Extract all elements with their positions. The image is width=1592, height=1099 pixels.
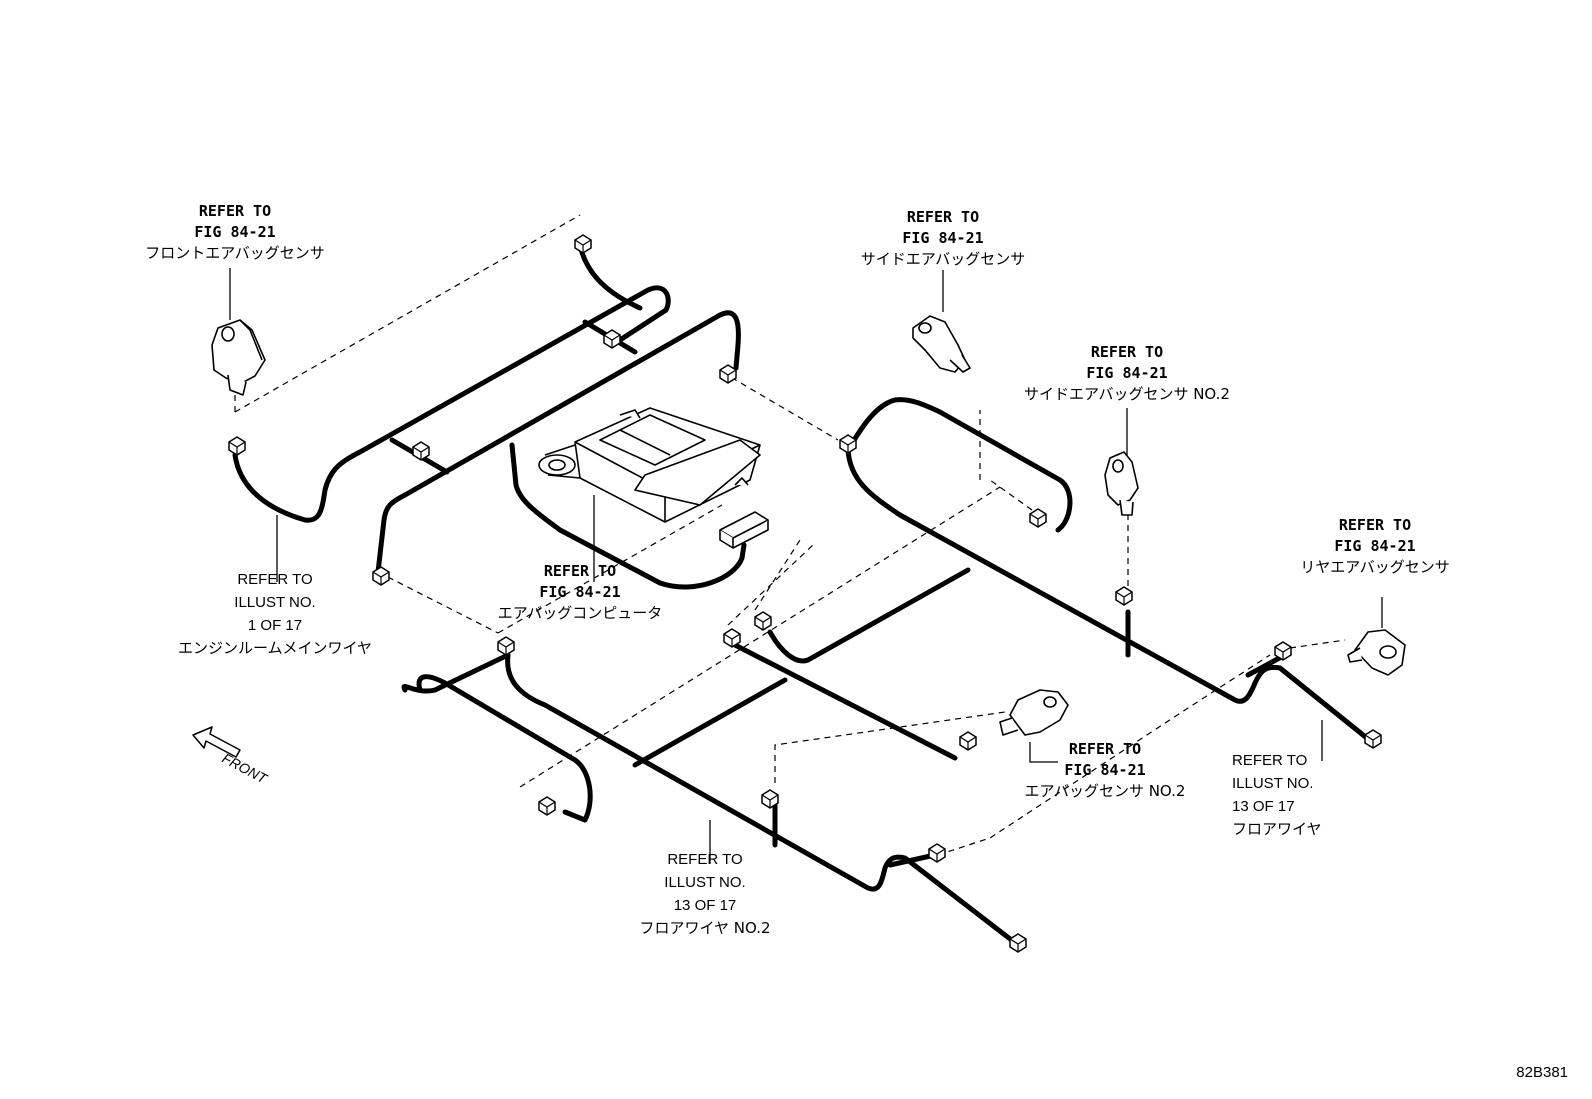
ref-line-1: REFER TO [1338,516,1412,534]
ref-line-2: FIG 84-21 [1334,537,1416,555]
front-airbag-sensor [211,319,266,396]
part-name: サイドエアバッグセンサ NO.2 [1024,385,1230,403]
ref-line-1: REFER TO [237,571,313,588]
ref-line-3: 13 OF 17 [1232,798,1295,815]
callout-side-airbag-sensor: REFER TO FIG 84-21 サイドエアバッグセンサ [828,207,1058,270]
ref-line-1: REFER TO [1068,740,1142,758]
part-name: エアバッグセンサ NO.2 [1024,782,1186,800]
ref-line-1: REFER TO [1090,343,1164,361]
ref-line-2: FIG 84-21 [194,223,276,241]
part-name: リヤエアバッグセンサ [1300,558,1450,576]
ref-line-2: ILLUST NO. [664,874,746,891]
dashed-connection-lines [234,214,1346,856]
ref-line-2: ILLUST NO. [234,594,316,611]
ref-line-1: REFER TO [198,202,272,220]
part-name: エアバッグコンピュータ [497,604,663,622]
callout-engine-room-main-wire: REFER TO ILLUST NO. 1 OF 17 エンジンルームメインワイ… [150,568,400,660]
callout-floor-wire: REFER TO ILLUST NO. 13 OF 17 フロアワイヤ [1232,749,1392,841]
callout-front-airbag-sensor: REFER TO FIG 84-21 フロントエアバッグセンサ [120,201,350,264]
callout-airbag-sensor-no2: REFER TO FIG 84-21 エアバッグセンサ NO.2 [990,739,1220,802]
front-direction-arrow-icon [192,726,241,758]
part-name: エンジンルームメインワイヤ [177,639,373,657]
ref-line-3: 1 OF 17 [247,617,303,634]
side-airbag-sensor [912,315,971,373]
part-name: フロアワイヤ [1232,820,1322,838]
ref-line-2: FIG 84-21 [1086,364,1168,382]
part-name: フロアワイヤ NO.2 [639,919,771,937]
part-name: サイドエアバッグセンサ [860,250,1026,268]
diagram-code: 82B381 [1516,1064,1568,1081]
ref-line-2: FIG 84-21 [1064,761,1146,779]
side-airbag-sensor-no2 [1104,451,1139,516]
airbag-computer-unit [538,407,769,549]
leader-lines [229,268,1383,864]
airbag-sensor-no2 [999,689,1069,736]
callout-airbag-computer: REFER TO FIG 84-21 エアバッグコンピュータ [470,561,690,624]
ref-line-1: REFER TO [1232,752,1308,769]
ref-line-1: REFER TO [667,851,743,868]
callout-floor-wire-no2: REFER TO ILLUST NO. 13 OF 17 フロアワイヤ NO.2 [600,848,810,940]
ref-line-2: FIG 84-21 [902,229,984,247]
ref-line-3: 13 OF 17 [673,897,737,914]
rear-airbag-sensor [1347,629,1406,676]
ref-line-1: REFER TO [906,208,980,226]
ref-line-2: ILLUST NO. [1232,775,1314,792]
ref-line-2: FIG 84-21 [539,583,621,601]
callout-side-airbag-sensor-no2: REFER TO FIG 84-21 サイドエアバッグセンサ NO.2 [1002,342,1252,405]
harness-wires [232,242,1376,948]
callout-rear-airbag-sensor: REFER TO FIG 84-21 リヤエアバッグセンサ [1265,515,1485,578]
part-name: フロントエアバッグセンサ [145,244,325,262]
ref-line-1: REFER TO [543,562,617,580]
